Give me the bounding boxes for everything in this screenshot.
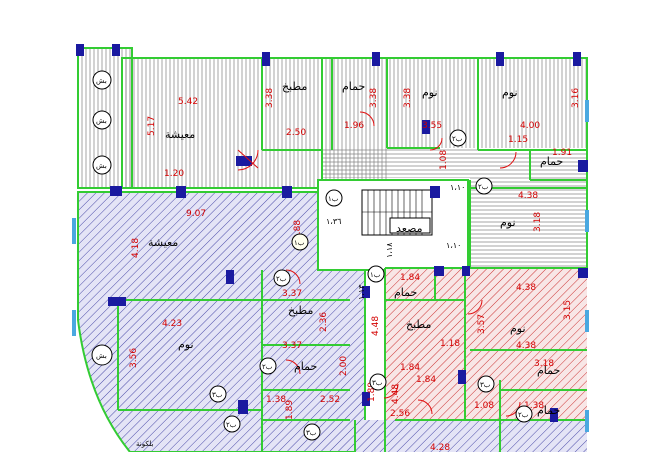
dim-label: 1.15 xyxy=(508,135,528,145)
door-tag: ب٢ xyxy=(478,183,489,191)
dim-label: 4.23 xyxy=(162,319,182,329)
dim-label: 4.18 xyxy=(131,238,141,258)
room-bath-top: حمام xyxy=(342,80,365,93)
door-tag: ب١ xyxy=(294,239,305,247)
dim-label: 1.84 xyxy=(400,273,420,283)
dim-label: 3.56 xyxy=(129,348,139,368)
room-bed-red: نوم xyxy=(510,322,526,335)
balcony-mark-1: بش xyxy=(96,77,107,85)
dim-label: 3.55 xyxy=(422,121,442,131)
door-tag: ب٣ xyxy=(212,391,223,399)
dim-label: 4.28 xyxy=(430,443,450,452)
door-tag: ب١ xyxy=(328,195,339,203)
dim-label: 4.38 xyxy=(516,341,536,351)
room-bed-top-2: نوم xyxy=(502,86,518,99)
dim-label: 3.18 xyxy=(534,359,554,369)
stair-mark: ١،١٠ xyxy=(446,241,461,250)
room-bed-right: نوم xyxy=(500,216,516,229)
dim-label: 3.57 xyxy=(477,314,487,334)
room-living-top: معيشة xyxy=(165,128,195,141)
dim-label: 1.89 xyxy=(285,400,295,420)
dim-label: 3.38 xyxy=(265,88,275,108)
dim-label: 3.37 xyxy=(282,289,302,299)
dim-label: 1.89 xyxy=(367,382,377,402)
door-swings xyxy=(237,111,521,417)
room-bed-blue: نوم xyxy=(178,338,194,351)
door-tag: ب١ xyxy=(370,271,381,279)
door-tag: ب٢ xyxy=(452,135,463,143)
stair-mark: ١،١٣ xyxy=(357,284,366,300)
dim-label: 4.38 xyxy=(518,191,538,201)
dim-label: 9.07 xyxy=(186,209,206,219)
room-bath-blue: حمام xyxy=(294,360,317,373)
dim-label: 2.50 xyxy=(286,128,306,138)
stair-core xyxy=(317,179,469,271)
room-bath-red-top: حمام xyxy=(394,286,417,299)
stair-mark: ١،١٠ xyxy=(450,183,465,192)
dim-label: 3.37 xyxy=(282,341,302,351)
dim-label: 3.16 xyxy=(571,88,581,108)
columns xyxy=(76,44,588,422)
dim-label: 1.20 xyxy=(164,169,184,179)
door-tag: ب٢ xyxy=(262,363,273,371)
room-kitchen-blue: مطبخ xyxy=(288,304,313,317)
dim-label: 3.15 xyxy=(563,300,573,320)
dim-label: 4.38 xyxy=(516,283,536,293)
room-bath-red-1: حمام xyxy=(537,364,560,377)
door-tag: ب٢ xyxy=(518,411,529,419)
balcony-mark-3: بش xyxy=(96,162,107,170)
door-tag: ب٣ xyxy=(306,429,317,437)
dim-label: 1.38 xyxy=(524,401,544,411)
dim-label: 4.48 xyxy=(391,384,401,404)
stair-mark: ١،١٨ xyxy=(385,242,394,258)
balcony-mark-2: بش xyxy=(96,117,107,125)
door-tag: ب٣ xyxy=(372,379,383,387)
dim-label: 3.38 xyxy=(403,88,413,108)
dim-label: 4.48 xyxy=(371,316,381,336)
dim-label: 1.84 xyxy=(416,375,436,385)
dim-label: 1.08 xyxy=(439,150,449,170)
room-kitchen-top: مطبخ xyxy=(282,80,307,93)
room-bath-red-2: حمام xyxy=(537,404,560,417)
room-living-blue: معيشة xyxy=(148,236,178,249)
door-tags: ب١ ب٢ ب٢ ب١ ب٢ ب٣ ب٢ ب٣ ب٢ ب٣ ب٣ ب٢ ب١ xyxy=(209,129,533,441)
dim-label: 3.18 xyxy=(533,212,543,232)
room-kitchen-red: مطبخ xyxy=(406,318,431,331)
dim-label: 1.38 xyxy=(266,395,286,405)
dim-label: 4.00 xyxy=(520,121,540,131)
dim-label: 2.36 xyxy=(319,312,329,332)
door-tag: ب٢ xyxy=(226,421,237,429)
dim-label: 3.38 xyxy=(369,88,379,108)
dim-label: 1.08 xyxy=(474,401,494,411)
blue-unit xyxy=(77,191,366,452)
room-bath-right: حمام xyxy=(540,155,563,168)
dim-label: 1.91 xyxy=(552,148,572,158)
dim-label: 2.88 xyxy=(293,220,303,240)
top-unit: بش بش بش xyxy=(77,47,588,270)
dim-label: 1.96 xyxy=(344,121,364,131)
room-stairs: مصعد xyxy=(396,222,423,235)
dim-label: 1.84 xyxy=(400,363,420,373)
dim-label: 2.56 xyxy=(390,409,410,419)
room-bed-top-1: نوم xyxy=(422,86,438,99)
dim-label: 2.00 xyxy=(339,356,349,376)
dim-label: 5.17 xyxy=(147,116,157,136)
windows xyxy=(72,100,589,432)
dim-label: 5.42 xyxy=(178,97,198,107)
door-tag: ب٢ xyxy=(276,275,287,283)
dim-label: 1.18 xyxy=(440,339,460,349)
door-tag: ب٣ xyxy=(480,381,491,389)
balcony-label-a: بلكونة xyxy=(136,440,154,448)
stair-mark: ١،٣٦ xyxy=(326,217,341,226)
balcony-label-b: بش xyxy=(96,352,107,360)
dim-label: 2.52 xyxy=(320,395,340,405)
